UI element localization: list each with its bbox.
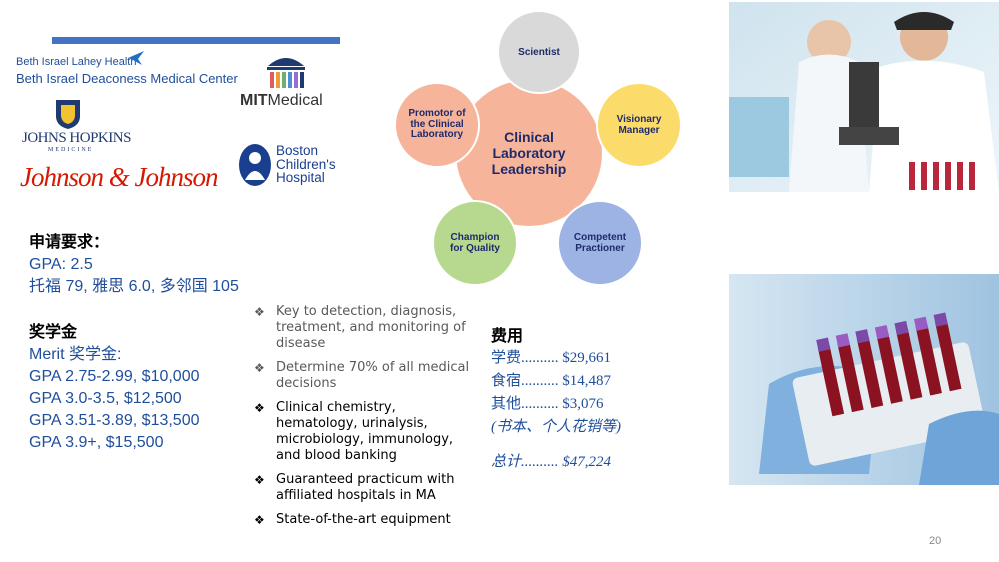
mit-medical-bold: MIT <box>240 92 268 109</box>
scholarship-tier: GPA 2.75-2.99, $10,000 <box>29 368 200 385</box>
diagram-node-champion: Champion for Quality <box>432 200 518 286</box>
fee-note: (书本、个人花销等) <box>491 419 621 435</box>
blood-tubes-photo <box>729 274 999 485</box>
diagram-node-label: Scientist <box>518 46 560 58</box>
mit-medical-logo: MITMedical <box>240 92 323 110</box>
scholarship-section: 奖学金 Merit 奖学金: GPA 2.75-2.99, $10,000 GP… <box>29 322 200 454</box>
diagram-center-label: Clinical Laboratory Leadership <box>491 129 567 177</box>
scholarship-merit: Merit 奖学金: <box>29 346 122 363</box>
list-item: ❖ State-of-the-art equipment <box>254 512 479 528</box>
fees-title: 费用 <box>491 326 524 345</box>
diagram-node-scientist: Scientist <box>497 10 581 94</box>
lab-scientists-photo <box>729 2 999 192</box>
diagram-node-practioner: Competent Practioner <box>557 200 643 286</box>
list-item-text: Determine 70% of all medical decisions <box>276 360 470 391</box>
diagram-node-label: Competent Practioner <box>573 232 627 254</box>
list-item-text: Key to detection, diagnosis, treatment, … <box>276 304 466 351</box>
feature-list: ❖ Key to detection, diagnosis, treatment,… <box>254 304 479 536</box>
diamond-bullet-icon: ❖ <box>254 513 265 527</box>
beth-israel-logo-line1: Beth Israel Lahey Health <box>16 56 137 68</box>
boston-line1: Boston <box>276 143 319 158</box>
requirements-section: 申请要求： GPA: 2.5 托福 79, 雅思 6.0, 多邻国 105 <box>29 232 239 298</box>
mit-medical-rest: Medical <box>267 92 323 109</box>
diagram-node-label: Promotor of the Clinical Laboratory <box>408 108 466 141</box>
fees-section: 费用 学费.......... $29,661 食宿.......... $14… <box>491 324 621 474</box>
diamond-bullet-icon: ❖ <box>254 361 265 375</box>
johns-hopkins-logo: JOHNS HOPKINS <box>22 130 131 146</box>
accent-bar <box>52 37 340 44</box>
diagram-node-visionary: Visionary Manager <box>596 82 682 168</box>
list-item-text: State-of-the-art equipment <box>276 512 451 527</box>
list-item-text: Clinical chemistry, hematology, urinalys… <box>276 400 454 463</box>
scholarship-title: 奖学金 <box>29 324 78 341</box>
boston-line2: Children's <box>276 156 336 172</box>
diamond-bullet-icon: ❖ <box>254 401 265 415</box>
fee-total: 总计.......... $47,224 <box>491 454 612 470</box>
diagram-node-label: Champion for Quality <box>449 232 500 254</box>
johns-hopkins-sub: MEDICINE <box>48 147 94 153</box>
fee-other: 其他.......... $3,076 <box>491 396 604 412</box>
diamond-bullet-icon: ❖ <box>254 473 265 487</box>
requirements-tests: 托福 79, 雅思 6.0, 多邻国 105 <box>29 278 239 295</box>
bird-icon <box>128 51 144 65</box>
list-item-text: Guaranteed practicum with affiliated hos… <box>276 472 455 503</box>
mit-medical-icon <box>267 58 305 88</box>
fee-room-board: 食宿.......... $14,487 <box>491 373 612 389</box>
diagram-node-label: Visionary Manager <box>616 114 662 136</box>
list-item: ❖ Determine 70% of all medical decisions <box>254 360 479 392</box>
requirements-title: 申请要求： <box>29 234 110 251</box>
fee-tuition: 学费.......... $29,661 <box>491 350 612 366</box>
list-item: ❖ Clinical chemistry, hematology, urinaly… <box>254 400 479 464</box>
boston-line3: Hospital <box>276 170 325 185</box>
shield-icon <box>56 100 80 129</box>
scholarship-tier: GPA 3.0-3.5, $12,500 <box>29 390 182 407</box>
page-number: 20 <box>929 535 942 547</box>
requirements-gpa: GPA: 2.5 <box>29 256 93 273</box>
list-item: ❖ Key to detection, diagnosis, treatment,… <box>254 304 479 352</box>
scholarship-tier: GPA 3.51-3.89, $13,500 <box>29 412 200 429</box>
scholarship-tier: GPA 3.9+, $15,500 <box>29 434 164 451</box>
boston-childrens-logo: Boston Children's Hospital <box>276 144 336 185</box>
list-item: ❖ Guaranteed practicum with affiliated ho… <box>254 472 479 504</box>
jnj-logo: Johnson & Johnson <box>20 162 218 192</box>
beth-israel-logo-line2: Beth Israel Deaconess Medical Center <box>16 71 238 86</box>
diamond-bullet-icon: ❖ <box>254 305 265 319</box>
boston-childrens-icon <box>239 144 271 186</box>
diagram-node-promotor: Promotor of the Clinical Laboratory <box>394 82 480 168</box>
